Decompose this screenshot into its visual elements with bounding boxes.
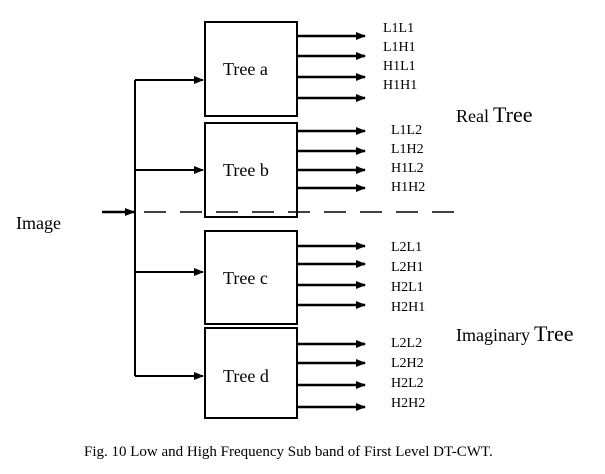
imaginary-tree-prefix: Imaginary: [456, 325, 530, 345]
real-tree-prefix: Real: [456, 106, 489, 126]
tree-b-label: Tree b: [223, 160, 269, 180]
tree-c-box: [204, 230, 298, 325]
output-label: L2L2: [391, 336, 423, 351]
tree-a-box: [204, 21, 298, 117]
imaginary-tree-word: Tree: [533, 321, 574, 346]
output-label: L1H1: [383, 40, 416, 55]
tree-d-box: [204, 327, 298, 419]
tree-c-label: Tree c: [223, 268, 268, 288]
output-label: H2H1: [391, 300, 426, 315]
output-label: H2L2: [391, 376, 424, 391]
input-image-label: Image: [16, 213, 61, 233]
real-tree-heading: Real Tree: [456, 102, 533, 128]
tree-d-label: Tree d: [223, 366, 269, 386]
imaginary-tree-heading: Imaginary Tree: [456, 321, 574, 347]
output-label: L2L1: [391, 240, 423, 255]
output-label: H2H2: [391, 396, 426, 411]
output-label: L1H2: [391, 142, 424, 157]
real-tree-word: Tree: [493, 102, 533, 127]
output-label: L1L1: [383, 21, 415, 36]
figure-caption: Fig. 10 Low and High Frequency Sub band …: [84, 444, 493, 460]
output-label: L2H1: [391, 260, 424, 275]
output-label: H2L1: [391, 280, 424, 295]
output-label: L2H2: [391, 356, 424, 371]
output-label: H1L2: [391, 161, 424, 176]
output-label: H1L1: [383, 59, 416, 74]
output-label: H1H2: [391, 180, 426, 195]
output-label: H1H1: [383, 78, 418, 93]
output-label: L1L2: [391, 123, 423, 138]
tree-a-label: Tree a: [223, 59, 268, 79]
